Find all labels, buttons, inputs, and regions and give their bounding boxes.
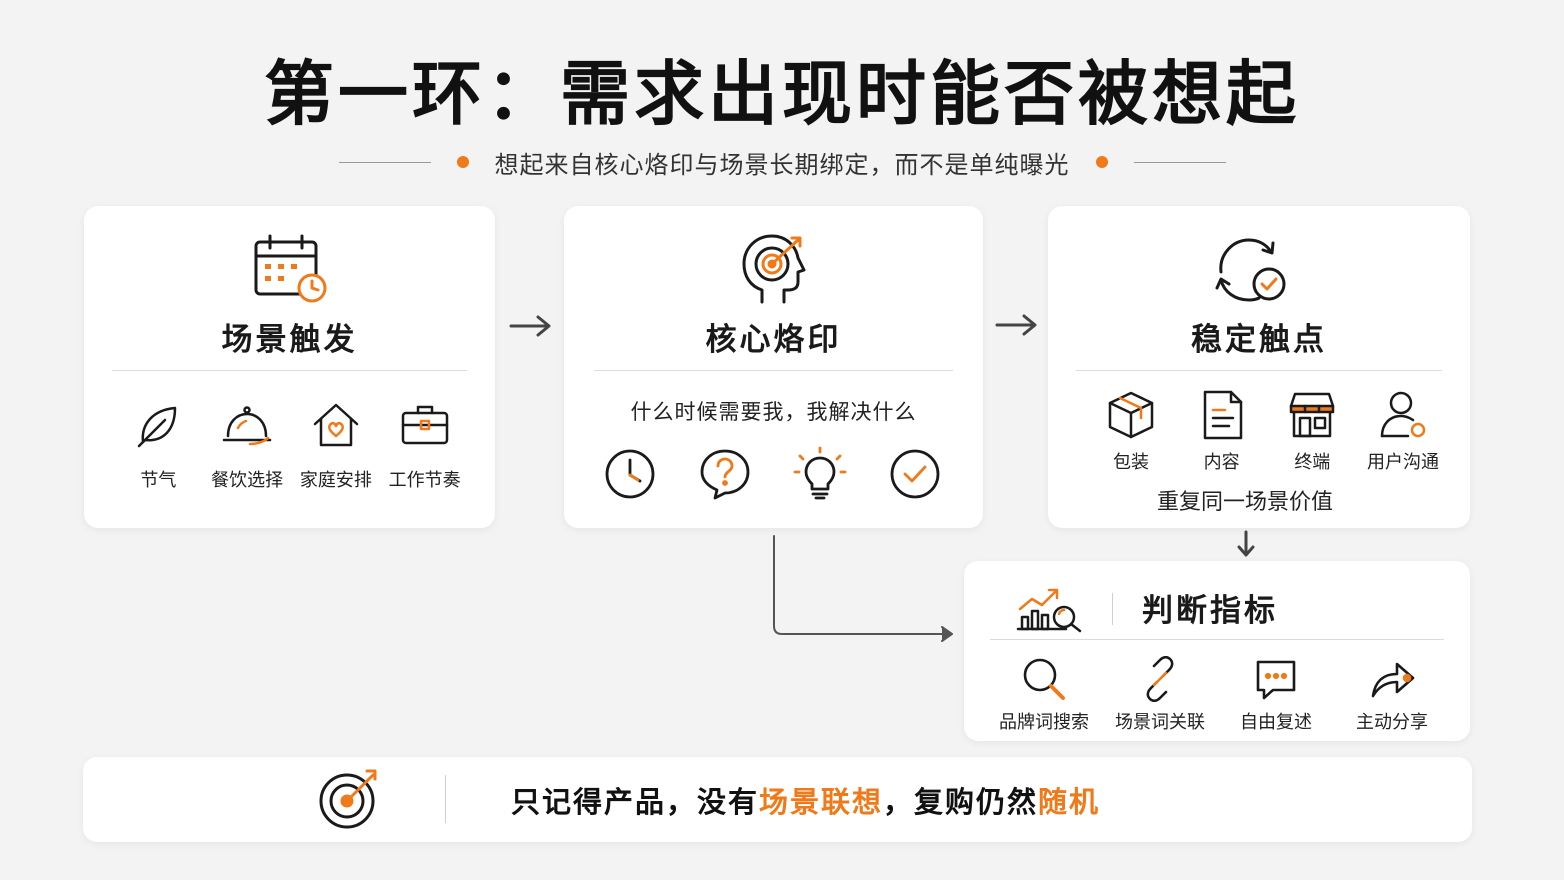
judgement-metrics-card: 判断指标 品牌词搜索 场景词关联 自由复述 <box>964 561 1470 741</box>
share-arrow-icon <box>1371 662 1415 698</box>
scene-item: 家庭安排 <box>292 398 381 492</box>
dish-cloche-icon <box>222 406 272 446</box>
banner-highlight: 场景联想 <box>759 785 884 819</box>
bottom-banner-text: 只记得产品，没有场景联想，复购仍然随机 <box>511 779 1100 821</box>
scene-item-label: 工作节奏 <box>388 470 461 491</box>
calendar-clock-icon <box>254 234 326 303</box>
judge-item-label: 品牌词搜索 <box>999 712 1089 733</box>
stable-touchpoint-card: 稳定触点 包装 内容 <box>1048 206 1470 528</box>
search-icon <box>1023 658 1065 700</box>
judge-item: 场景词关联 <box>1108 656 1212 734</box>
question-bubble-icon <box>700 449 750 500</box>
scene-item-label: 节气 <box>140 470 177 491</box>
touchpoint-items: 包装 内容 终端 <box>1088 388 1446 474</box>
arrow-down-icon <box>1237 530 1255 557</box>
house-heart-icon <box>313 403 359 447</box>
touchpoint-item-label: 终端 <box>1294 452 1331 473</box>
judge-separator <box>1112 593 1113 625</box>
elbow-connector-arrow <box>773 535 953 642</box>
touchpoint-item-label: 包装 <box>1113 452 1149 473</box>
bottom-banner: 只记得产品，没有场景联想，复购仍然随机 <box>83 757 1472 842</box>
core-imprint-card: 核心烙印 什么时候需要我，我解决什么 <box>564 206 983 528</box>
page-title: 第一环：需求出现时能否被想起 <box>264 53 1300 135</box>
judgement-metrics-title: 判断指标 <box>1142 593 1278 629</box>
check-circle-icon <box>890 449 940 499</box>
touchpoint-item: 内容 <box>1179 388 1265 474</box>
banner-segment: 只记得产品，没有 <box>511 785 760 819</box>
touchpoint-item-label: 用户沟通 <box>1366 452 1439 473</box>
scene-item-label: 餐饮选择 <box>211 470 284 491</box>
package-icon <box>1108 391 1154 439</box>
lightbulb-icon <box>793 446 847 500</box>
judge-item-label: 自由复述 <box>1240 712 1312 733</box>
leaf-icon <box>138 406 177 448</box>
document-icon <box>1203 390 1242 440</box>
judge-item-label: 主动分享 <box>1356 712 1428 733</box>
target-arrow-icon <box>319 769 377 829</box>
arrow-right-icon <box>509 315 551 337</box>
judge-item: 自由复述 <box>1224 656 1328 734</box>
chart-magnifier-icon <box>1016 588 1082 633</box>
subtitle-left-line <box>338 161 431 163</box>
subtitle: 想起来自核心烙印与场景长期绑定，而不是单纯曝光 <box>494 150 1070 179</box>
arrow-right-icon <box>995 314 1037 336</box>
judge-item: 品牌词搜索 <box>992 656 1096 734</box>
subtitle-left-dot <box>456 156 469 168</box>
touchpoint-summary: 重复同一场景价值 <box>1048 484 1470 516</box>
cycle-check-icon <box>1215 238 1286 302</box>
user-chat-icon <box>1380 391 1426 438</box>
scene-trigger-card: 场景触发 节气 餐饮选择 家庭安排 <box>84 206 495 528</box>
touchpoint-item-label: 内容 <box>1203 452 1240 473</box>
head-target-icon <box>742 234 805 304</box>
subtitle-right-dot <box>1095 156 1108 168</box>
imprint-text: 什么时候需要我，我解决什么 <box>630 400 917 424</box>
chat-dots-icon <box>1256 660 1296 700</box>
scene-item-label: 家庭安排 <box>299 470 372 491</box>
subtitle-right-line <box>1133 161 1226 163</box>
bottom-separator <box>445 775 446 823</box>
imprint-divider <box>594 370 953 371</box>
judge-item: 主动分享 <box>1340 656 1444 734</box>
touchpoint-item: 终端 <box>1269 388 1355 474</box>
scene-trigger-title: 场景触发 <box>221 322 358 358</box>
storefront-icon <box>1290 392 1335 438</box>
judge-item-label: 场景词关联 <box>1115 712 1205 733</box>
scene-item: 工作节奏 <box>380 398 469 492</box>
scene-divider <box>112 370 467 371</box>
touchpoint-item: 包装 <box>1088 388 1174 474</box>
judge-items: 品牌词搜索 场景词关联 自由复述 主动分享 <box>992 656 1444 734</box>
scene-item: 餐饮选择 <box>203 398 292 492</box>
subtitle-row: 想起来自核心烙印与场景长期绑定，而不是单纯曝光 <box>0 144 1564 180</box>
scene-item: 节气 <box>114 398 203 492</box>
briefcase-icon <box>401 405 448 445</box>
judge-divider <box>990 639 1444 640</box>
banner-highlight: 随机 <box>1038 785 1101 819</box>
touchpoint-divider <box>1076 370 1442 371</box>
imprint-icons <box>602 446 943 502</box>
stable-touchpoint-title: 稳定触点 <box>1191 322 1327 358</box>
touchpoint-item: 用户沟通 <box>1360 388 1446 474</box>
scene-items: 节气 餐饮选择 家庭安排 <box>114 398 469 492</box>
touchpoint-summary-text: 重复同一场景价值 <box>1156 490 1333 515</box>
banner-segment: ，复购仍然 <box>883 785 1039 819</box>
link-icon <box>1146 656 1174 702</box>
core-imprint-title: 核心烙印 <box>705 322 842 358</box>
clock-icon <box>605 449 655 499</box>
